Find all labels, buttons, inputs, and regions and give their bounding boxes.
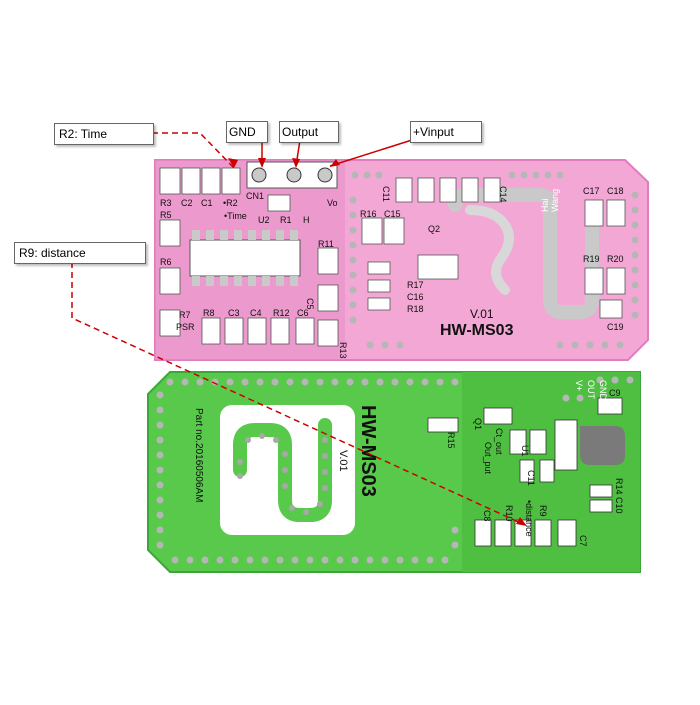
label-psr: PSR [176,322,195,332]
label-vo: Vo [327,198,338,208]
label-r1: R1 [280,215,292,225]
label-c3: C3 [228,308,240,318]
label-c18: C18 [607,186,624,196]
hai-wang-logo: HaiWang [540,189,560,212]
label-c5: C5 [305,298,315,310]
label-c8: C8 [482,510,492,522]
label-c2: C2 [181,198,193,208]
label-r20: R20 [607,254,624,264]
label-u2: U2 [258,215,270,225]
label-r18: R18 [407,304,424,314]
arrow-vinput [330,159,340,167]
bottom-board-title: HW-MS03 [357,405,379,497]
bottom-via-dots [156,378,459,564]
label-r8: R8 [203,308,215,318]
label-r13: R13 [338,342,348,359]
label-r2: •R2 [223,198,238,208]
top-pcb: R3 C2 C1 •R2 •Time CN1 U2 R1 H Vo R5 R6 … [154,159,649,361]
label-c11: C11 [526,470,536,486]
label-r6: R6 [160,257,172,267]
label-c19: C19 [607,322,624,332]
label-gnd-pin: GND [598,380,608,401]
label-c15: C15 [384,209,401,219]
label-r11: R11 [318,239,334,249]
ic-u2 [189,239,301,277]
leader-distance [71,262,526,526]
label-r15: R15 [446,432,456,449]
label-r12: R12 [273,308,290,318]
label-r3: R3 [160,198,172,208]
top-board-title: HW-MS03 [440,322,514,339]
label-c7: C7 [578,535,588,547]
callout-vinput: +Vinput [410,121,482,143]
label-r19: R19 [583,254,600,264]
label-distance: •distance [524,500,534,537]
leader-vinput [329,139,413,167]
label-r10: R10 [504,505,514,522]
arrow-distance [516,517,527,526]
label-c14: C14 [498,186,508,203]
arrow-time [228,158,238,168]
callout-r9-distance: R9: distance [14,242,146,264]
label-c11-top: C11 [381,186,391,202]
label-out-put: Out_put [483,442,493,475]
bottom-version: V.01 [337,450,349,472]
label-r5: R5 [160,210,172,220]
label-c17: C17 [583,186,600,196]
top-version: V.01 [470,307,494,321]
label-r9: R9 [538,505,548,517]
callout-r2-time: R2: Time [54,123,154,145]
label-r14: R14 C10 [614,478,624,514]
transistor-body [580,426,625,465]
top-antenna-trace [448,188,599,319]
label-h: H [303,215,310,225]
leader-time [152,132,235,169]
top-via-dots [349,171,639,349]
label-r17: R17 [407,280,424,290]
label-c4: C4 [250,308,262,318]
label-ct-out: Ct_out [494,428,504,455]
bottom-passives [427,397,623,547]
label-out-pin: OUT [586,380,596,400]
header-pins [246,161,338,189]
label-u1: U1 [520,445,530,457]
top-passives [159,167,626,347]
label-c9: C9 [609,388,621,398]
label-c1: C1 [201,198,213,208]
callout-output: Output [279,121,339,143]
label-time: •Time [224,211,247,221]
callout-gnd: GND [226,121,268,143]
label-q1: Q1 [473,418,483,430]
arrow-output [292,158,300,168]
label-r16: R16 [360,209,377,219]
label-c6: C6 [297,308,309,318]
arrow-gnd [258,158,266,168]
label-c16: C16 [407,292,424,302]
label-vplus-pin: V+ [574,380,584,391]
label-r7: R7 [179,310,191,320]
label-cn1: CN1 [246,191,264,201]
label-q2: Q2 [428,224,440,234]
bottom-pcb: HW-MS03 V.01 Part no.20160506AM GND OUT … [147,371,641,573]
part-number: Part no.20160506AM [193,408,204,503]
